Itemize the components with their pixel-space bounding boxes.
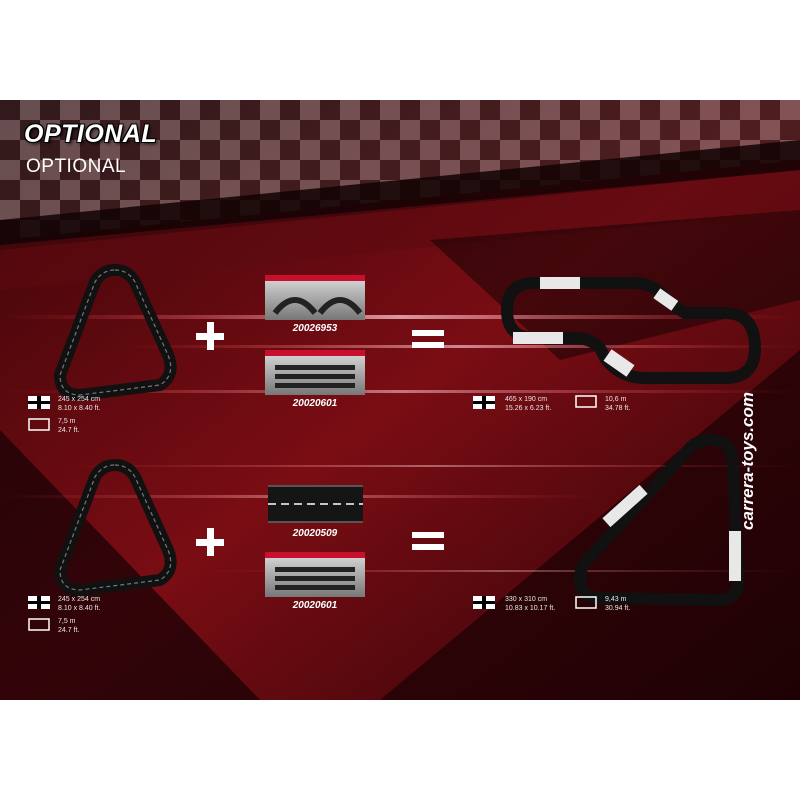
plus-icon-2 (196, 528, 224, 556)
dimensions-icon (473, 396, 495, 409)
track-length-icon (575, 395, 597, 408)
dimensions-icon (28, 396, 50, 409)
straight-set-box-icon (265, 350, 365, 395)
base-2-length-ft: 24.7 ft. (58, 627, 80, 634)
result-layout-2-track-icon (573, 433, 745, 607)
base-layout-2-track-icon (53, 458, 177, 597)
curve-set-box-icon (265, 275, 365, 320)
base-1-length-ft: 24.7 ft. (58, 427, 80, 434)
track-length-icon (28, 418, 50, 431)
base-1-length-m: 7,5 m (58, 418, 76, 425)
equals-icon-2 (412, 532, 444, 552)
plus-icon-1 (196, 322, 224, 350)
addon-1-code: 20026953 (292, 323, 338, 334)
dimensions-icon (28, 596, 50, 609)
base-2-length-m: 7,5 m (58, 618, 76, 625)
track-length-icon (28, 618, 50, 631)
straight-set-box-icon (265, 552, 365, 597)
racing-background (0, 100, 800, 700)
addon-2-code: 20020601 (292, 398, 338, 409)
dimensions-icon (473, 596, 495, 609)
title-plain: OPTIONAL (26, 156, 127, 177)
result-2-length-m: 9,43 m (605, 596, 627, 603)
result-1-dim-ft: 15.26 x 6.23 ft. (505, 405, 552, 412)
equals-icon-1 (412, 330, 444, 350)
straight-track-piece-icon (268, 485, 363, 523)
optional-layouts-panel: OPTIONAL OPTIONAL 245 x 254 cm 8.10 x 8.… (0, 100, 800, 700)
result-1-dim-cm: 465 x 190 cm (505, 396, 548, 403)
result-2-dim-cm: 330 x 310 cm (505, 596, 548, 603)
website-link[interactable]: carrera-toys.com (738, 392, 757, 530)
title-outline: OPTIONAL (24, 120, 158, 148)
addon-4-code: 20020601 (292, 600, 338, 611)
base-1-dim-ft: 8.10 x 8.40 ft. (58, 405, 101, 412)
result-2-dim-ft: 10.83 x 10.17 ft. (505, 605, 556, 612)
base-1-dim-cm: 245 x 254 cm (58, 396, 101, 403)
base-layout-1-track-icon (53, 263, 177, 402)
result-2-length-ft: 30.94 ft. (605, 605, 631, 612)
track-length-icon (575, 596, 597, 609)
addon-3-code: 20020509 (292, 528, 338, 539)
result-1-length-m: 10,6 m (605, 396, 627, 403)
base-2-dim-ft: 8.10 x 8.40 ft. (58, 605, 101, 612)
base-2-dim-cm: 245 x 254 cm (58, 596, 101, 603)
result-1-length-ft: 34.78 ft. (605, 405, 631, 412)
result-layout-1-track-icon (500, 277, 762, 384)
